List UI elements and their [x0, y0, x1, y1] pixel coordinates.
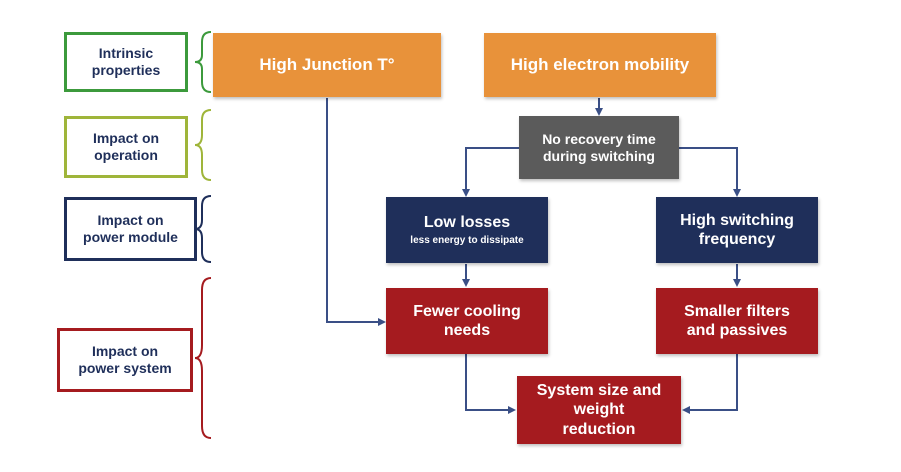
node-high-switching-frequency-text: High switching frequency: [680, 211, 794, 248]
level-impact-on-power-system-label: Impact on power system: [78, 343, 172, 376]
node-low-losses-subtext: less energy to dissipate: [410, 235, 524, 247]
arrow-recovery-to-switching: [679, 147, 741, 197]
node-system-size-and-weight-reduction-text: System size and weight reduction: [536, 382, 662, 438]
level-impact-on-power-module: Impact on power module: [64, 197, 197, 261]
node-fewer-cooling-needs-text: Fewer cooling needs: [413, 302, 521, 339]
node-high-switching-frequency: High switching frequency: [656, 197, 818, 263]
brace-operation: [194, 109, 212, 181]
arrow-filters-to-system: [682, 354, 738, 414]
brace-intrinsic: [194, 31, 212, 93]
level-intrinsic-properties-label: Intrinsic properties: [91, 45, 161, 78]
node-high-junction-temperature-text: High Junction T°: [259, 54, 395, 74]
node-smaller-filters-and-passives: Smaller filters and passives: [656, 288, 818, 354]
level-impact-on-operation-label: Impact on operation: [92, 130, 160, 163]
brace-power-system: [194, 277, 212, 439]
node-high-electron-mobility: High electron mobility: [484, 33, 716, 97]
level-impact-on-operation: Impact on operation: [64, 116, 188, 178]
arrow-recovery-to-losses: [462, 147, 519, 197]
node-no-recovery-time: No recovery time during switching: [519, 116, 679, 179]
arrow-junction-to-cooling: [326, 98, 386, 326]
node-fewer-cooling-needs: Fewer cooling needs: [386, 288, 548, 354]
node-high-electron-mobility-text: High electron mobility: [510, 54, 690, 74]
node-smaller-filters-and-passives-text: Smaller filters and passives: [684, 302, 790, 339]
node-system-size-and-weight-reduction: System size and weight reduction: [517, 376, 681, 444]
brace-power-module: [194, 195, 212, 263]
level-impact-on-power-system: Impact on power system: [57, 328, 193, 392]
arrow-cooling-to-system: [465, 354, 516, 414]
node-low-losses-text: Low losses: [423, 213, 511, 231]
level-intrinsic-properties: Intrinsic properties: [64, 32, 188, 92]
level-impact-on-power-module-label: Impact on power module: [83, 212, 178, 245]
node-low-losses: Low losses less energy to dissipate: [386, 197, 548, 263]
node-no-recovery-time-text: No recovery time during switching: [542, 130, 656, 164]
node-high-junction-temperature: High Junction T°: [213, 33, 441, 97]
